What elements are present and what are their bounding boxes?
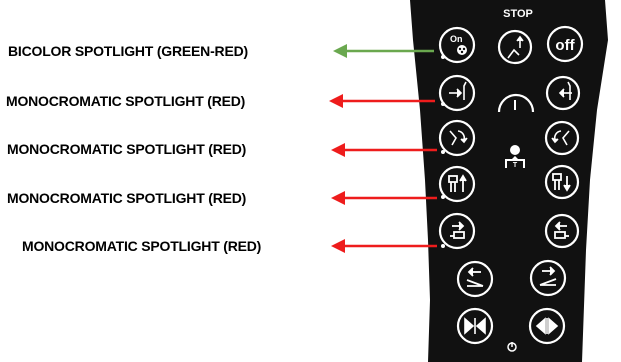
on-label: On: [450, 34, 463, 44]
arm-left-button[interactable]: [545, 75, 581, 111]
spotlight-icon: [457, 45, 467, 55]
arrow-bicolor: [333, 44, 434, 58]
open-button[interactable]: [528, 307, 566, 345]
extend-right-icon: [450, 221, 465, 239]
tilt-right-icon: [539, 266, 557, 286]
arm-left-icon: [558, 81, 572, 100]
arrow-monochromatic-4: [331, 239, 437, 253]
label-monochromatic-spotlight-4: MONOCROMATIC SPOTLIGHT (RED): [22, 238, 262, 254]
off-button[interactable]: off: [546, 25, 584, 63]
spotlight-led: [441, 150, 445, 154]
extend-left-icon: [554, 221, 569, 239]
spotlight-led: [441, 55, 445, 59]
arm-up-icon: [507, 35, 524, 59]
rotate-clockwise-button[interactable]: [438, 119, 476, 157]
label-bicolor-spotlight: BICOLOR SPOTLIGHT (GREEN-RED): [8, 43, 248, 59]
tilt-left-button[interactable]: [456, 260, 494, 298]
off-label: off: [555, 37, 575, 54]
rotate-counterclockwise-button[interactable]: [544, 120, 580, 156]
stop-label: STOP: [503, 8, 533, 20]
extend-left-button[interactable]: [544, 213, 580, 249]
operator-icon: T: [505, 145, 525, 169]
center-partial-button[interactable]: [497, 93, 535, 113]
rotate-left-icon: [551, 130, 570, 146]
arm-right-icon: [449, 81, 467, 100]
raise-arm-button[interactable]: [497, 29, 533, 65]
arm-right-button[interactable]: [438, 74, 476, 112]
rotate-right-icon: [449, 130, 468, 146]
spotlight-led: [441, 244, 445, 248]
arrow-monochromatic-1: [329, 94, 435, 108]
arrow-monochromatic-3: [331, 191, 437, 205]
svg-text:T: T: [513, 162, 518, 169]
power-icon: [507, 342, 517, 352]
label-monochromatic-spotlight-2: MONOCROMATIC SPOTLIGHT (RED): [7, 141, 247, 157]
tilt-right-button[interactable]: [529, 259, 567, 297]
open-icon: [535, 317, 559, 335]
label-monochromatic-spotlight-1: MONOCROMATIC SPOTLIGHT (RED): [6, 93, 246, 109]
spotlight-led: [441, 195, 445, 199]
tilt-left-icon: [466, 267, 484, 287]
spotlight-led: [441, 102, 445, 106]
arrow-monochromatic-2: [331, 143, 437, 157]
lift-down-button[interactable]: [544, 164, 580, 200]
label-monochromatic-spotlight-3: MONOCROMATIC SPOTLIGHT (RED): [7, 190, 247, 206]
lift-up-icon: [448, 174, 467, 192]
close-button[interactable]: [456, 307, 494, 345]
close-icon: [464, 317, 486, 335]
lift-up-button[interactable]: [438, 165, 476, 203]
on-spotlight-button[interactable]: On: [438, 26, 476, 64]
lift-down-icon: [552, 173, 571, 192]
extend-right-button[interactable]: [438, 212, 476, 250]
